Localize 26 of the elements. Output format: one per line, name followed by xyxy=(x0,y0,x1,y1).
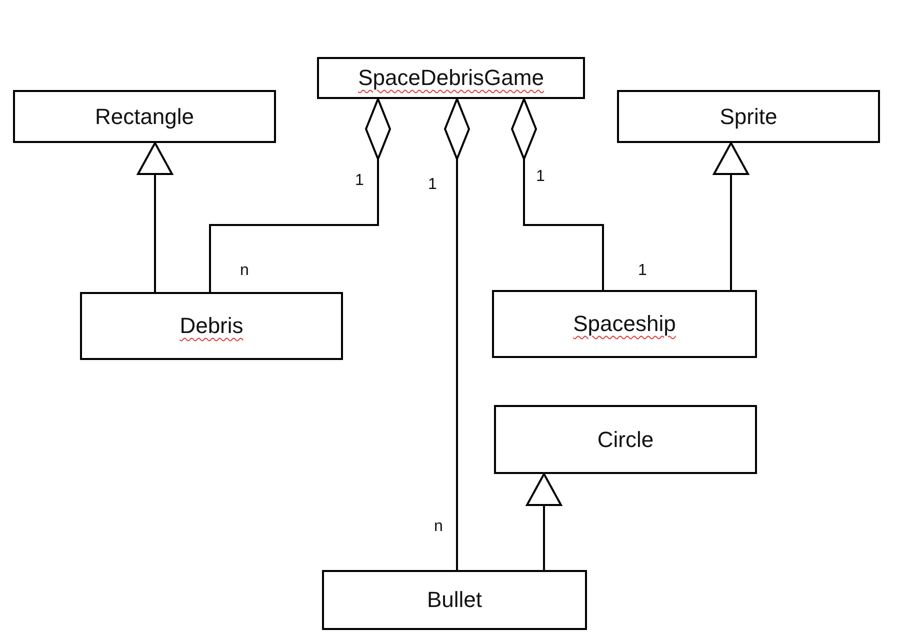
class-name: Rectangle xyxy=(94,104,194,130)
class-box xyxy=(322,570,587,630)
class-name: SpaceDebrisGame xyxy=(358,65,544,91)
class-name: Spaceship xyxy=(573,311,676,337)
multiplicity-label: 1 xyxy=(638,262,647,280)
class-name: Debris xyxy=(180,313,244,339)
class-box xyxy=(492,290,757,358)
class-box xyxy=(617,90,880,143)
class-box xyxy=(317,57,585,99)
class-name: Bullet xyxy=(426,587,482,613)
generalization-arrow xyxy=(137,142,173,292)
generalization-arrow xyxy=(713,142,749,290)
multiplicity-label: n xyxy=(240,262,249,280)
multiplicity-label: 1 xyxy=(536,168,545,186)
multiplicity-label: n xyxy=(434,518,443,536)
multiplicity-label: 1 xyxy=(355,172,364,190)
multiplicity-label: 1 xyxy=(428,176,437,194)
class-box xyxy=(80,292,343,360)
class-name: Sprite xyxy=(720,104,778,130)
aggregation-line xyxy=(511,98,604,290)
class-box xyxy=(494,405,757,474)
class-name: Circle xyxy=(597,426,654,452)
generalization-arrow xyxy=(526,473,562,570)
aggregation-line xyxy=(444,98,470,570)
aggregation-line xyxy=(209,98,391,292)
class-box xyxy=(13,90,276,143)
